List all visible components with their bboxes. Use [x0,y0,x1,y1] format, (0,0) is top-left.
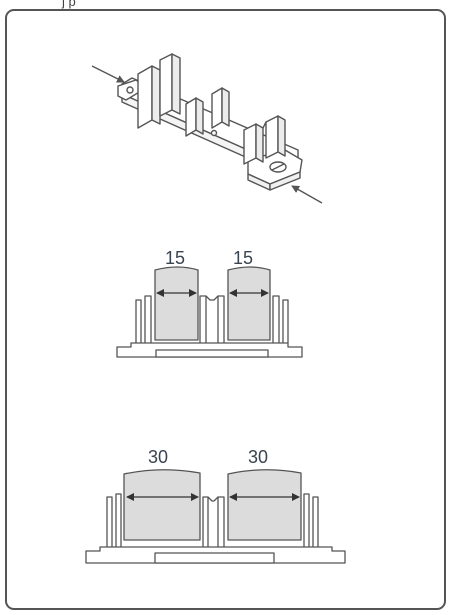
arrow-icon [91,65,125,83]
top-caption: j p [62,0,76,9]
card-left-wide [123,469,201,541]
isometric-holder-view [117,53,303,191]
large-slot-left-width: 30 [148,447,168,467]
large-slot-right-width: 30 [248,447,268,467]
card-left [154,266,199,341]
arrow-icon [291,185,323,204]
card-right [227,266,271,341]
instruction-frame [5,9,446,610]
small-slot-right-width: 15 [233,248,253,268]
large-slot-view [85,469,346,564]
card-right-wide [227,469,302,541]
small-slot-view [116,266,303,358]
small-slot-left-width: 15 [165,248,185,268]
